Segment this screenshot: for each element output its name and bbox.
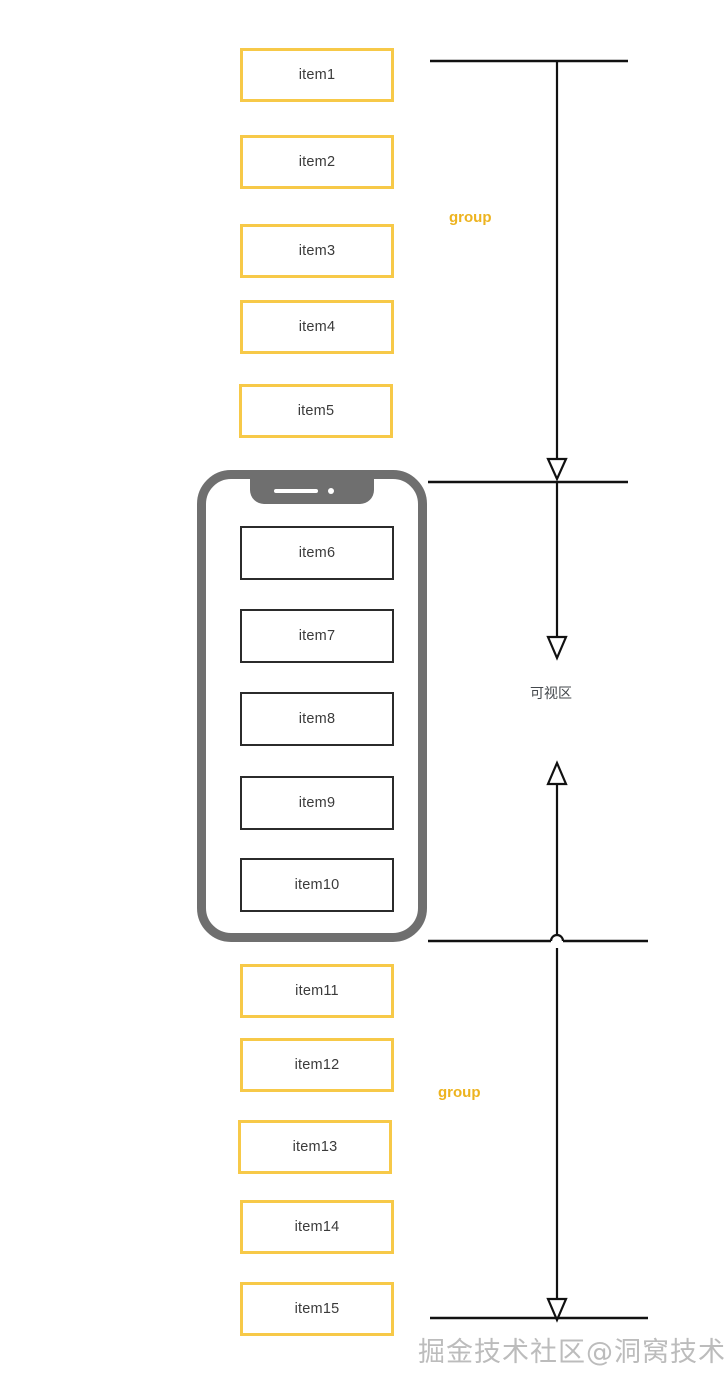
item-box-item9: item9 (240, 776, 394, 830)
item-label: item1 (298, 67, 336, 83)
item-label: item10 (294, 877, 340, 893)
item-label: item9 (298, 795, 336, 811)
item-box-item15: item15 (240, 1282, 394, 1336)
item-label: item15 (294, 1301, 340, 1317)
item-label: item11 (295, 983, 339, 999)
item-label: item8 (298, 711, 336, 727)
item-box-item3: item3 (240, 224, 394, 278)
item-box-item4: item4 (240, 300, 394, 354)
item-label: item14 (294, 1219, 340, 1235)
item-box-item6: item6 (240, 526, 394, 580)
item-label: item5 (297, 403, 335, 419)
item-box-item5: item5 (239, 384, 393, 438)
group-bottom-arrow-head (546, 1297, 568, 1323)
front-camera-icon (328, 488, 334, 494)
item-box-item1: item1 (240, 48, 394, 102)
label-group-bottom: group (438, 1084, 481, 1101)
item-box-item11: item11 (240, 964, 394, 1018)
label-group-top: group (449, 209, 492, 226)
viewport-arrow-head-up (546, 760, 568, 786)
item-label: item13 (292, 1139, 338, 1155)
item-box-item7: item7 (240, 609, 394, 663)
line-hop-bridge (549, 933, 565, 942)
item-box-item10: item10 (240, 858, 394, 912)
speaker-slot-icon (274, 489, 318, 493)
item-box-item2: item2 (240, 135, 394, 189)
item-box-item13: item13 (238, 1120, 392, 1174)
item-label: item4 (298, 319, 336, 335)
item-label: item6 (298, 545, 336, 561)
item-label: item7 (298, 628, 336, 644)
viewport-arrow-head-down (546, 635, 568, 661)
watermark: 掘金技术社区@洞窝技术 (418, 1337, 726, 1368)
label-viewport: 可视区 (530, 686, 572, 702)
item-box-item8: item8 (240, 692, 394, 746)
item-box-item12: item12 (240, 1038, 394, 1092)
item-box-item14: item14 (240, 1200, 394, 1254)
item-label: item3 (298, 243, 336, 259)
phone-notch (250, 478, 374, 504)
group-top-arrow-head (546, 457, 568, 482)
item-label: item12 (294, 1057, 340, 1073)
item-label: item2 (298, 154, 336, 170)
